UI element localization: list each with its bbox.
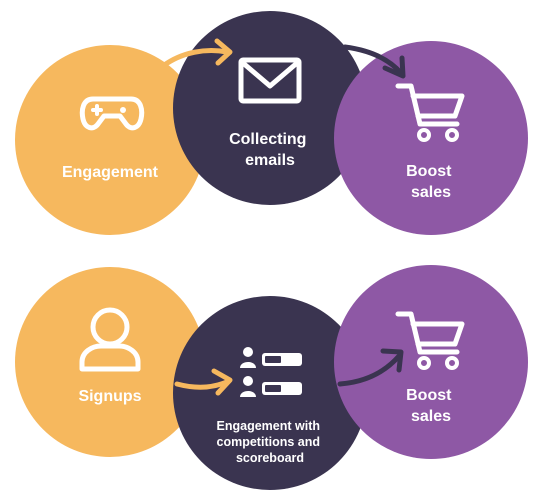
step-label-engagement: Engagement (62, 164, 159, 181)
scoreboard-icon (240, 347, 302, 397)
shopping-cart-icon (395, 311, 465, 370)
arrow-to-collecting-emails (160, 38, 233, 69)
flow-signups-to-sales: Signups Engagement with competitions and… (15, 265, 528, 490)
step-label-line: Boost (406, 163, 452, 180)
user-icon (79, 307, 141, 372)
envelope-icon (238, 57, 302, 104)
gamepad-icon (79, 96, 145, 131)
circle-boost-sales-2 (334, 265, 528, 459)
step-label-line: scoreboard (236, 451, 304, 465)
step-label-engagement-competitions: Engagement with competitions and scorebo… (217, 419, 324, 465)
step-label-line: sales (411, 408, 451, 425)
step-label-boost-sales: Boost sales (406, 163, 456, 201)
step-label-line: competitions and (217, 435, 320, 449)
circle-collecting-emails (173, 11, 367, 205)
step-label-line: Collecting (229, 131, 306, 148)
arrow-to-boost-sales-2 (337, 348, 404, 387)
arrow-to-engagement-competitions (174, 368, 233, 396)
step-label-collecting-emails: Collecting emails (229, 131, 311, 169)
step-label-line: emails (245, 152, 295, 169)
arrow-to-boost-sales (342, 44, 406, 79)
step-label-boost-sales-2: Boost sales (406, 387, 456, 425)
step-label-line: Boost (406, 387, 452, 404)
step-label-signups: Signups (78, 388, 141, 405)
flow-engagement-to-sales: Engagement Collecting emails Boost sales (15, 11, 528, 235)
step-label-line: Engagement with (217, 419, 320, 433)
circle-signups (15, 267, 205, 457)
circle-engagement (15, 45, 205, 235)
circle-boost-sales (334, 41, 528, 235)
step-label-line: sales (411, 184, 451, 201)
shopping-cart-icon (395, 83, 465, 142)
